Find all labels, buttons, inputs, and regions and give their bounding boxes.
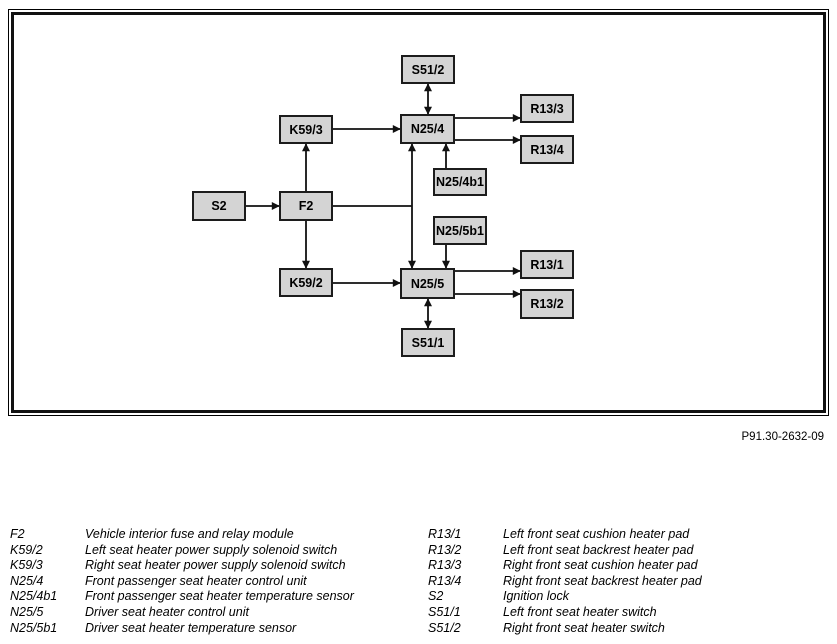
legend-code: N25/5 (10, 604, 44, 619)
legend-description: Driver seat heater control unit (85, 604, 249, 619)
legend-code: R13/2 (428, 542, 462, 557)
legend-description: Left front seat heater switch (503, 604, 657, 619)
figure-number: P91.30-2632-09 (741, 431, 824, 443)
legend-row: S2 Ignition lock (428, 589, 828, 605)
legend-description: Right front seat heater switch (503, 620, 665, 635)
legend-code: N25/4b1 (10, 589, 58, 604)
legend-row: S51/2 Right front seat heater switch (428, 621, 828, 637)
legend-description: Front passenger seat heater temperature … (85, 589, 354, 604)
legend-code: S2 (428, 589, 444, 604)
legend-description: Left seat heater power supply solenoid s… (85, 542, 338, 557)
legend-description: Right front seat backrest heater pad (503, 573, 702, 588)
legend-code: F2 (10, 527, 25, 541)
legend-code: S51/2 (428, 620, 461, 635)
legend-row: N25/5b1 Driver seat heater temperature se… (10, 621, 410, 637)
legend-code: N25/4 (10, 573, 44, 588)
legend-description: Ignition lock (503, 589, 570, 604)
legend-row: R13/3 Right front seat cushion heater pad (428, 558, 828, 574)
legend-row: K59/3 Right seat heater power supply sole… (10, 558, 410, 574)
legend-row: R13/4 Right front seat backrest heater pa… (428, 574, 828, 590)
legend-code: K59/2 (10, 542, 43, 557)
legend-description: Front passenger seat heater control unit (85, 573, 307, 588)
legend-code: R13/4 (428, 573, 462, 588)
legend-row: N25/4 Front passenger seat heater control… (10, 574, 410, 590)
legend-code: N25/5b1 (10, 620, 58, 635)
legend-description: Left front seat cushion heater pad (503, 527, 690, 541)
legend-code: K59/3 (10, 558, 43, 573)
legend-code: S51/1 (428, 604, 461, 619)
legend-row: R13/1 Left front seat cushion heater pad (428, 527, 828, 543)
legend-description: Driver seat heater temperature sensor (85, 620, 297, 635)
legend-row: N25/5 Driver seat heater control unit (10, 605, 410, 621)
legend-description: Vehicle interior fuse and relay module (85, 527, 294, 541)
legend-code: R13/1 (428, 527, 462, 541)
legend-row: F2 Vehicle interior fuse and relay module (10, 527, 410, 543)
diagram-frame (8, 9, 829, 416)
legend-row: K59/2 Left seat heater power supply solen… (10, 543, 410, 559)
diagram-canvas (11, 12, 826, 413)
legend-code: R13/3 (428, 558, 462, 573)
legend-row: N25/4b1 Front passenger seat heater tempe… (10, 589, 410, 605)
legend-row: S51/1 Left front seat heater switch (428, 605, 828, 621)
legend-row: R13/2 Left front seat backrest heater pad (428, 543, 828, 559)
legend-description: Right front seat cushion heater pad (503, 558, 698, 573)
legend-description: Right seat heater power supply solenoid … (85, 558, 346, 573)
legend-description: Left front seat backrest heater pad (503, 542, 694, 557)
legend-column-left: F2 Vehicle interior fuse and relay module… (10, 527, 410, 636)
